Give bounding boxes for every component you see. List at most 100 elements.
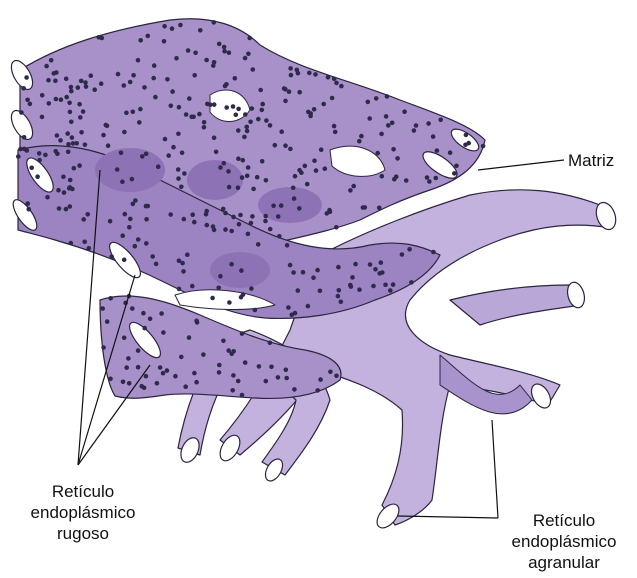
ribosome-dot [246,52,251,57]
ribosome-dot [380,174,385,179]
ribosome-dot [130,177,135,182]
ribosome-dot [155,381,160,386]
ribosome-dot [253,308,258,313]
ribosome-dot [77,163,82,168]
ribosome-dot [187,335,192,340]
ribosome-dot [150,254,155,259]
ribosome-dot [64,95,69,100]
ribosome-dot [414,123,419,128]
ribosome-dot [241,158,246,163]
ribosome-dot [138,38,143,43]
ribosome-dot [306,304,311,309]
ribosome-dot [250,106,255,111]
ribosome-dot [283,143,288,148]
ribosome-dot [217,42,222,47]
ribosome-dot [201,352,206,357]
ribosome-dot [84,84,89,89]
ribosome-dot [44,64,49,69]
ribosome-dot [330,96,335,101]
ribosome-dot [367,116,372,121]
ribosome-dot [170,89,175,94]
ribosome-dot [400,252,405,257]
ribosome-dot [197,112,202,117]
ribosome-dot [159,311,164,316]
ribosome-dot [122,83,127,88]
ribosome-dot [260,159,265,164]
ribosome-dot [66,142,71,147]
leader-line-agranular [492,420,498,518]
ribosome-dot [245,174,250,179]
label-smooth-er: Retículo endoplásmico agranular [494,510,634,573]
ribosome-dot [123,212,128,217]
ribosome-dot [288,263,293,268]
ribosome-dot [183,384,188,389]
ribosome-dot [366,100,371,105]
ribosome-dot [241,292,246,297]
ribosome-dot [229,262,234,267]
ribosome-dot [291,270,296,275]
ribosome-dot [124,111,129,116]
ribosome-dot [292,196,297,201]
ribosome-dot [43,153,48,158]
ribosome-dot [54,97,59,102]
ribosome-dot [191,115,196,120]
ribosome-dot [412,128,417,133]
ribosome-dot [303,164,308,169]
ribosome-dot [306,110,311,115]
ribosome-dot [386,123,391,128]
ribosome-dot [128,217,133,222]
ribosome-dot [277,234,282,239]
ribosome-dot [448,150,453,155]
ribosome-dot [249,286,254,291]
ribosome-dot [236,185,241,190]
ribosome-dot [240,331,245,336]
ribosome-dot [22,135,27,140]
ribosome-dot [227,50,232,55]
ribosome-dot [374,96,379,101]
ribosome-dot [222,161,227,166]
ribosome-dot [16,154,21,159]
ribosome-dot [136,365,141,370]
ribosome-dot [127,381,132,386]
ribosome-dot [268,123,273,128]
ribosome-dot [55,133,60,138]
ribosome-dot [58,138,63,143]
ribosome-dot [271,204,276,209]
ribosome-dot [348,188,353,193]
ribosome-dot [202,120,207,125]
ribosome-dot [180,261,185,266]
ribosome-dot [81,217,86,222]
ribosome-dot [194,319,199,324]
ribosome-dot [130,306,135,311]
ribosome-dot [81,109,86,114]
ribosome-dot [108,377,113,382]
ribosome-dot [297,206,302,211]
ribosome-dot [161,330,166,335]
ribosome-dot [231,104,236,109]
ribosome-dot [312,107,317,112]
ribosome-dot [308,114,313,119]
ribosome-dot [283,99,288,104]
ribosome-dot [307,71,312,76]
ribosome-dot [109,254,114,259]
ribosome-dot [250,214,255,219]
ribosome-dot [336,294,341,299]
ribosome-dot [231,215,236,220]
ribosome-dot [119,151,124,156]
ribosome-dot [83,80,88,85]
ribosome-dot [227,185,232,190]
ribosome-dot [212,20,217,25]
ribosome-dot [291,186,296,191]
ribosome-dot [285,243,290,248]
ribosome-dot [297,90,302,95]
ribosome-dot [101,345,106,350]
ribosome-dot [260,108,265,113]
ribosome-dot [242,135,247,140]
ribosome-dot [177,105,182,110]
ribosome-dot [144,204,149,209]
ribosome-dot [230,388,235,393]
ribosome-dot [62,190,67,195]
ribosome-dot [284,376,289,381]
ribosome-dot [204,58,209,63]
ribosome-dot [142,386,147,391]
